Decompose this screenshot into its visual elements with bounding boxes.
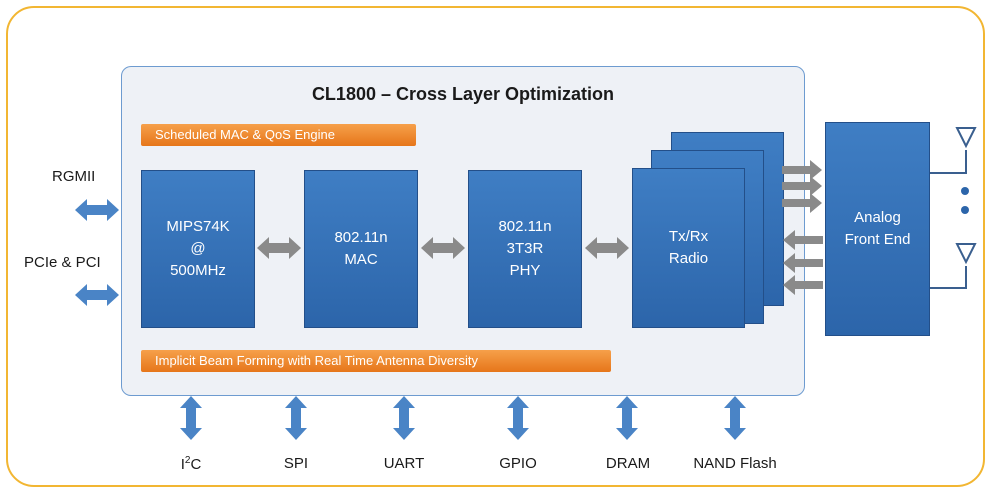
cpu-label: MIPS74K @ 500MHz xyxy=(166,218,230,279)
i2c-label: I2C xyxy=(131,455,251,473)
cpu-mac-arrow-icon xyxy=(257,237,301,259)
afe-label: Analog Front End xyxy=(844,209,911,248)
tx-arrow-icon xyxy=(782,193,822,213)
dram-label: DRAM xyxy=(605,455,651,472)
ellipsis-dot-icon xyxy=(961,206,969,214)
radio-to-afe-arrows xyxy=(782,160,822,213)
nand-flash-label: NAND Flash xyxy=(693,455,777,472)
antenna-feed-top xyxy=(930,150,967,174)
diagram-title: CL1800 – Cross Layer Optimization xyxy=(311,84,615,104)
scheduled-mac-bar: Scheduled MAC & QoS Engine xyxy=(141,124,416,146)
i2c-arrow-icon xyxy=(180,396,202,440)
mac-block: 802.11n MAC xyxy=(304,170,418,328)
i2c-sup: 2 xyxy=(184,455,191,466)
antenna-group xyxy=(930,127,977,289)
spi-arrow-icon xyxy=(285,396,307,440)
pcie-label: PCIe & PCI xyxy=(24,254,101,271)
beam-forming-bar: Implicit Beam Forming with Real Time Ant… xyxy=(141,350,611,372)
ellipsis-dot-icon xyxy=(961,187,969,195)
phy-block: 802.11n 3T3R PHY xyxy=(468,170,582,328)
afe-to-radio-arrows xyxy=(783,230,823,295)
antenna-bottom-icon xyxy=(955,243,977,265)
mac-label: 802.11n MAC xyxy=(334,229,388,268)
rgmii-arrow-icon xyxy=(75,199,119,221)
bottom-interface-arrows xyxy=(180,396,746,440)
antenna-feed-bottom xyxy=(930,266,967,289)
tx-arrow-icon xyxy=(782,176,822,196)
spi-label: SPI xyxy=(283,455,309,472)
rx-arrow-icon xyxy=(783,275,823,295)
nand-arrow-icon xyxy=(724,396,746,440)
radio-label: Tx/Rx Radio xyxy=(668,228,709,267)
pcie-arrow-icon xyxy=(75,284,119,306)
tx-arrow-icon xyxy=(782,160,822,180)
dram-arrow-icon xyxy=(616,396,638,440)
rgmii-label: RGMII xyxy=(52,168,96,185)
antenna-top-icon xyxy=(955,127,977,149)
mac-phy-arrow-icon xyxy=(421,237,465,259)
outer-frame xyxy=(6,6,985,487)
radio-block: Tx/Rx Radio xyxy=(632,168,745,328)
i2c-tail: C xyxy=(190,456,202,473)
gpio-arrow-icon xyxy=(507,396,529,440)
analog-front-end-block: Analog Front End xyxy=(825,122,930,336)
uart-arrow-icon xyxy=(393,396,415,440)
gpio-label: GPIO xyxy=(499,455,537,472)
uart-label: UART xyxy=(383,455,425,472)
phy-label: 802.11n 3T3R PHY xyxy=(498,218,552,279)
cpu-block: MIPS74K @ 500MHz xyxy=(141,170,255,328)
rx-arrow-icon xyxy=(783,253,823,273)
i2c-base: I xyxy=(180,456,185,473)
phy-radio-arrow-icon xyxy=(585,237,629,259)
rx-arrow-icon xyxy=(783,230,823,250)
